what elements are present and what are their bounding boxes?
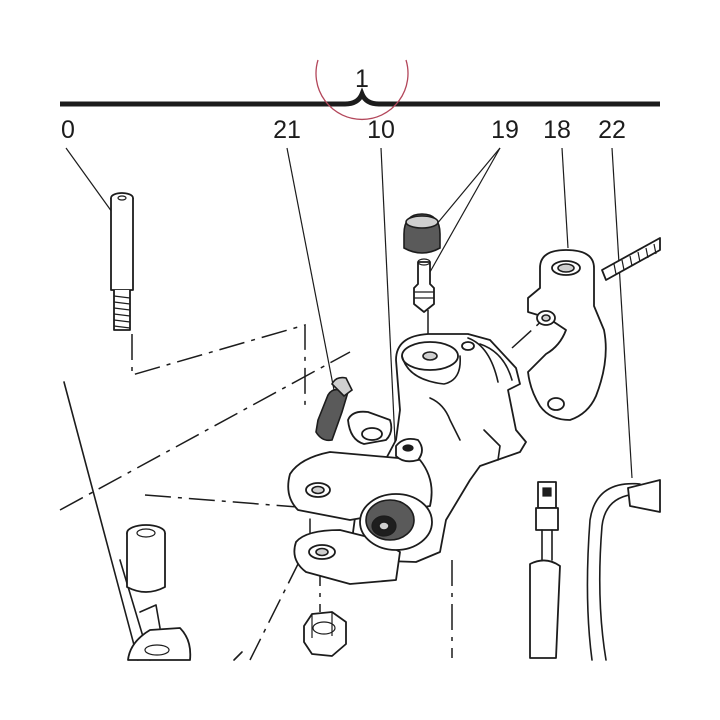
callout-10: 10 <box>367 116 395 144</box>
bleed-cap <box>403 213 441 254</box>
assembly-marker-circle <box>315 59 409 120</box>
callout-19: 19 <box>491 116 519 144</box>
brake-switch-cable <box>529 479 661 661</box>
spacer-sleeve <box>126 524 166 593</box>
bleed-nipple <box>413 258 435 313</box>
lever-rod-line <box>63 381 139 661</box>
leader-lines <box>65 147 633 506</box>
callout-assembly: 1 <box>355 65 369 93</box>
callout-0: 0 <box>61 116 75 144</box>
clamp-bolt <box>601 237 661 281</box>
callout-22: 22 <box>598 116 626 144</box>
banjo-fitting <box>347 410 423 463</box>
handlebar-clamp <box>527 249 607 421</box>
socket-screw <box>110 192 134 331</box>
assembly-bracket <box>60 59 660 120</box>
callout-18: 18 <box>543 116 571 144</box>
elbow-fitting <box>315 376 354 442</box>
hex-nut <box>303 611 347 657</box>
callout-21: 21 <box>273 116 301 144</box>
hydraulic-line-stub <box>233 651 243 661</box>
piston-bushing <box>359 493 433 551</box>
lower-left-mount <box>127 604 192 661</box>
